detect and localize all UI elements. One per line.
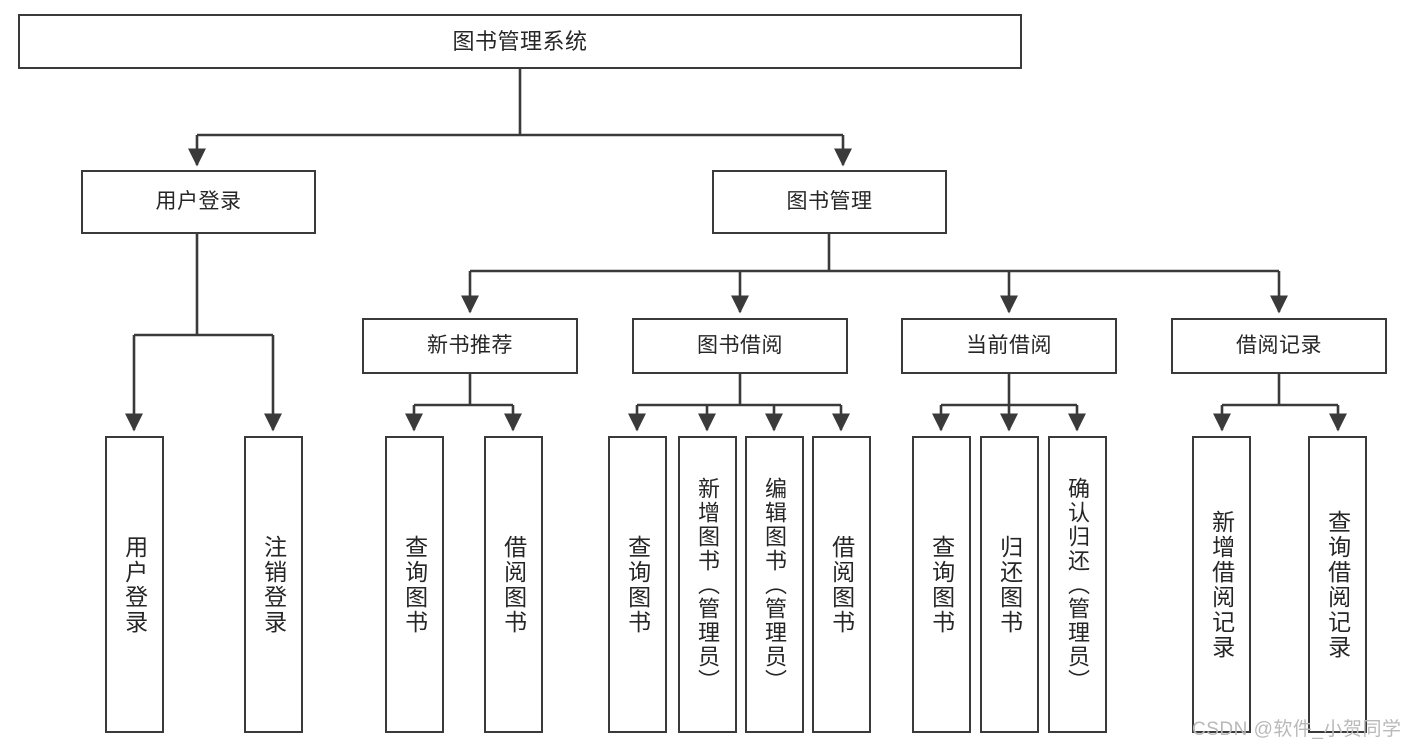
node-label: 新增借阅记录: [1208, 509, 1235, 660]
node-root-system[interactable]: 图书管理系统: [18, 14, 1022, 69]
node-new-book-recommend[interactable]: 新书推荐: [362, 318, 578, 374]
node-leaf-user-logout[interactable]: 注销登录: [244, 436, 303, 733]
node-leaf-add-book[interactable]: 新增图书（管理员）: [678, 436, 737, 733]
node-label: 借阅图书: [828, 534, 855, 635]
node-leaf-query-book-recommend[interactable]: 查询图书: [385, 436, 444, 733]
node-label: 归还图书: [996, 534, 1023, 635]
node-leaf-query-book-current[interactable]: 查询图书: [912, 436, 971, 733]
node-label: 编辑图书（管理员）: [762, 476, 788, 693]
node-leaf-query-borrow-record[interactable]: 查询借阅记录: [1308, 436, 1367, 733]
node-leaf-confirm-return[interactable]: 确认归还（管理员）: [1048, 436, 1107, 733]
node-label: 图书管理系统: [452, 28, 588, 54]
node-user-login[interactable]: 用户登录: [81, 170, 316, 234]
node-leaf-return-book[interactable]: 归还图书: [980, 436, 1039, 733]
node-label: 图书管理: [786, 189, 873, 213]
node-book-borrow[interactable]: 图书借阅: [632, 318, 848, 374]
node-label: 注销登录: [260, 534, 287, 635]
node-book-manage[interactable]: 图书管理: [712, 170, 947, 234]
node-label: 借阅记录: [1236, 333, 1322, 357]
node-label: 新书推荐: [427, 333, 513, 357]
node-label: 查询图书: [928, 534, 955, 635]
node-label: 确认归还（管理员）: [1065, 476, 1091, 693]
node-leaf-edit-book[interactable]: 编辑图书（管理员）: [745, 436, 804, 733]
node-label: 当前借阅: [966, 333, 1052, 357]
node-label: 查询图书: [401, 534, 428, 635]
node-borrow-record[interactable]: 借阅记录: [1171, 318, 1387, 374]
watermark-text: CSDN @软件_小贺同学: [1192, 719, 1402, 740]
node-label: 新增图书（管理员）: [695, 476, 721, 693]
node-label: 用户登录: [155, 189, 242, 213]
node-label: 查询图书: [624, 534, 651, 635]
node-leaf-borrow-book-recommend[interactable]: 借阅图书: [484, 436, 543, 733]
node-label: 借阅图书: [500, 534, 527, 635]
node-label: 查询借阅记录: [1324, 509, 1351, 660]
node-label: 图书借阅: [697, 333, 783, 357]
node-leaf-borrow-book-borrow[interactable]: 借阅图书: [812, 436, 871, 733]
node-label: 用户登录: [121, 534, 148, 635]
node-leaf-add-borrow-record[interactable]: 新增借阅记录: [1192, 436, 1251, 733]
node-leaf-user-login[interactable]: 用户登录: [105, 436, 164, 733]
node-leaf-query-book-borrow[interactable]: 查询图书: [608, 436, 667, 733]
node-current-borrow[interactable]: 当前借阅: [901, 318, 1117, 374]
